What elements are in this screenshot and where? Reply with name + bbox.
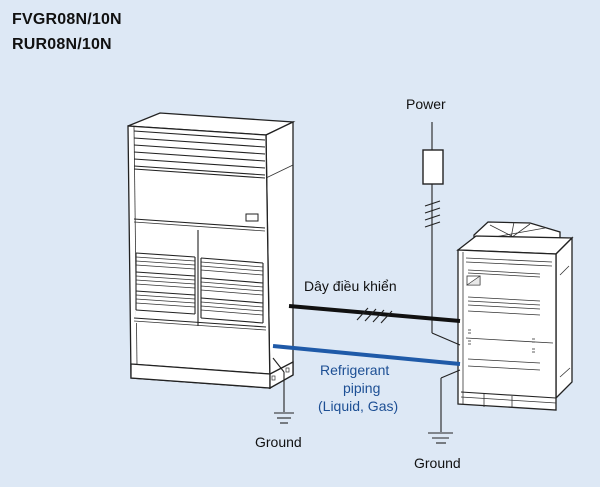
model-title-indoor: FVGR08N/10N <box>12 11 122 28</box>
model-title-outdoor: RUR08N/10N <box>12 36 112 53</box>
control-wire <box>288 304 461 324</box>
outdoor-ground <box>428 369 461 444</box>
indoor-ground <box>272 357 294 424</box>
refrigerant-pipe <box>272 344 461 366</box>
refrigerant-label-line3: (Liquid, Gas) <box>318 398 398 414</box>
power-breaker <box>422 149 444 185</box>
refrigerant-label-line2: piping <box>343 380 380 396</box>
indoor-display-panel <box>245 213 259 222</box>
refrigerant-label-line1: Refrigerant <box>320 362 389 378</box>
power-supply-line <box>422 122 461 346</box>
indoor-unit <box>127 112 296 390</box>
control-wire-label: Dây điều khiển <box>304 278 397 294</box>
outdoor-unit <box>456 221 574 411</box>
outdoor-ground-label: Ground <box>414 455 461 471</box>
indoor-top-louvers <box>133 130 266 179</box>
indoor-left-grille <box>135 252 196 323</box>
indoor-ground-label: Ground <box>255 434 302 450</box>
power-label: Power <box>406 96 446 112</box>
indoor-right-grille <box>200 257 264 324</box>
